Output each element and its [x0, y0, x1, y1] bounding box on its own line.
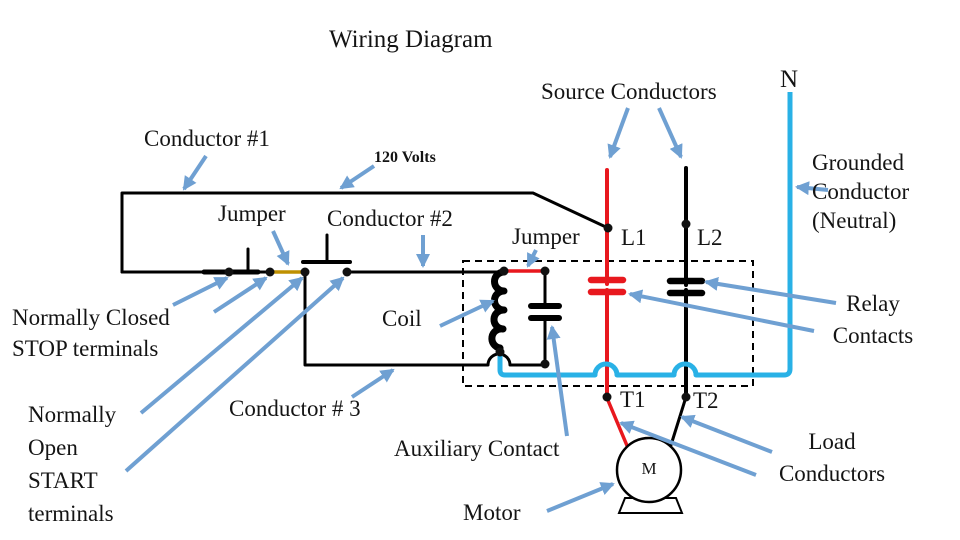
label-start-terminals: Normally Open START terminals — [28, 402, 117, 526]
junction-dot — [300, 267, 310, 277]
label-motor: Motor — [463, 500, 521, 525]
arrow-120volts — [339, 164, 376, 190]
red-wires — [502, 168, 630, 450]
arrow-jumper-right — [526, 249, 540, 268]
motor-lead-red — [605, 396, 630, 450]
junction-dot — [681, 219, 691, 229]
junction-dot — [603, 223, 613, 233]
arrow-jumper-left — [271, 230, 290, 266]
junction-dot-t2 — [681, 392, 691, 402]
arrow-start-terminal2 — [124, 276, 345, 473]
label-conductor3: Conductor # 3 — [229, 396, 361, 421]
label-aux-contact: Auxiliary Contact — [394, 436, 560, 461]
neutral-wire — [497, 92, 793, 378]
arrow-source-l1 — [607, 107, 630, 159]
label-t1: T1 — [620, 387, 646, 412]
page-title: Wiring Diagram — [329, 26, 493, 53]
arrow-relay-contact-l1 — [628, 289, 815, 333]
label-l2: L2 — [697, 225, 723, 250]
arrow-motor — [546, 482, 615, 513]
junction-dot — [540, 359, 550, 369]
label-source-conductors: Source Conductors — [541, 79, 717, 104]
label-conductor1: Conductor #1 — [144, 126, 270, 151]
black-wires — [120, 166, 706, 447]
label-relay-contacts: Relay Contacts — [832, 291, 914, 348]
junction-dot-t1 — [602, 392, 612, 402]
junction-dot — [499, 266, 509, 276]
arrow-stop-terminal2 — [212, 276, 268, 314]
label-grounded-conductor: Grounded Conductor (Neutral) — [812, 150, 910, 233]
arrow-stop-terminal1 — [172, 276, 229, 307]
label-t2: T2 — [693, 388, 719, 413]
junction-dot — [540, 266, 550, 276]
junction-dot — [224, 267, 234, 277]
label-coil: Coil — [382, 306, 422, 331]
arrow-conductor3 — [350, 368, 395, 399]
motor-circle — [615, 436, 683, 504]
arrow-grounded-conductor — [795, 181, 829, 196]
annotation-arrows — [124, 107, 837, 513]
conductor3-wire — [303, 270, 547, 367]
label-neutral-n: N — [780, 66, 799, 93]
junction-dot — [342, 267, 352, 277]
junction-dot — [265, 267, 275, 277]
motor-letter: M — [641, 459, 657, 478]
label-l1: L1 — [621, 225, 647, 250]
arrow-load-conductor-black — [680, 414, 773, 454]
arrow-source-l2 — [657, 107, 683, 159]
motor-lead-black — [669, 395, 688, 447]
coil-symbol — [488, 268, 508, 356]
arrow-start-terminal1 — [139, 276, 304, 415]
label-load-conductors: Load Conductors — [778, 429, 886, 486]
conductor1-wire — [120, 191, 610, 274]
junction-dot — [495, 347, 505, 357]
arrow-load-conductor-red — [619, 420, 757, 477]
label-jumper-left: Jumper — [218, 201, 286, 226]
junction-dots — [224, 219, 691, 402]
arrow-aux-contact — [546, 325, 569, 437]
arrow-relay-contact-l2 — [704, 277, 837, 305]
arrow-conductor1 — [182, 154, 208, 191]
arrow-coil — [439, 299, 495, 328]
label-jumper-right: Jumper — [512, 224, 580, 249]
label-stop-terminals: Normally Closed STOP terminals — [12, 305, 170, 361]
motor-symbol — [615, 436, 684, 514]
label-conductor2: Conductor #2 — [327, 206, 453, 231]
label-voltage: 120 Volts — [374, 149, 436, 166]
